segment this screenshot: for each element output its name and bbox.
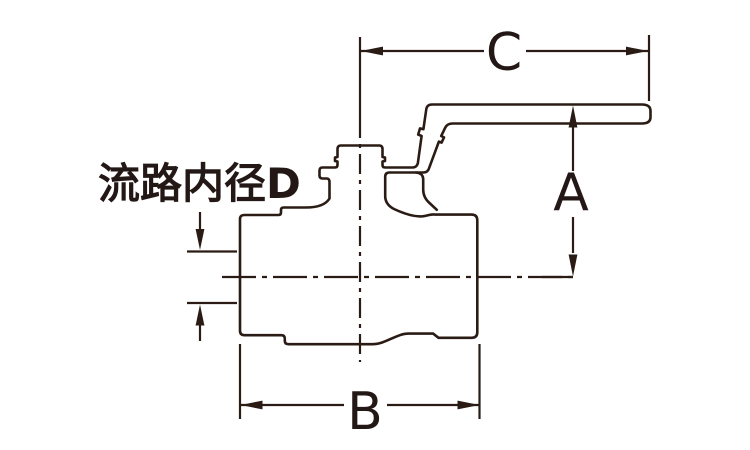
- dimension-b-label: B: [347, 382, 383, 442]
- arrow-up-icon: [568, 105, 578, 128]
- dimension-d-bore: 流路内径D: [98, 159, 301, 341]
- dimension-a: A: [553, 105, 589, 277]
- arrow-left-icon: [240, 400, 263, 410]
- arrow-left-icon: [361, 46, 383, 56]
- arrow-down-icon: [568, 254, 578, 277]
- arrow-right-icon: [457, 400, 480, 410]
- dimension-c-label: C: [486, 23, 522, 83]
- dimension-b: B: [238, 344, 481, 442]
- dimension-a-label: A: [553, 163, 589, 223]
- dimension-c: C: [358, 23, 651, 118]
- arrow-up-icon: [195, 304, 205, 326]
- arrow-right-icon: [626, 46, 648, 56]
- bore-diameter-label: 流路内径D: [98, 159, 301, 208]
- arrow-down-icon: [195, 229, 205, 250]
- bonnet-neck-line: [414, 171, 439, 212]
- valve-body-outline: [238, 103, 652, 346]
